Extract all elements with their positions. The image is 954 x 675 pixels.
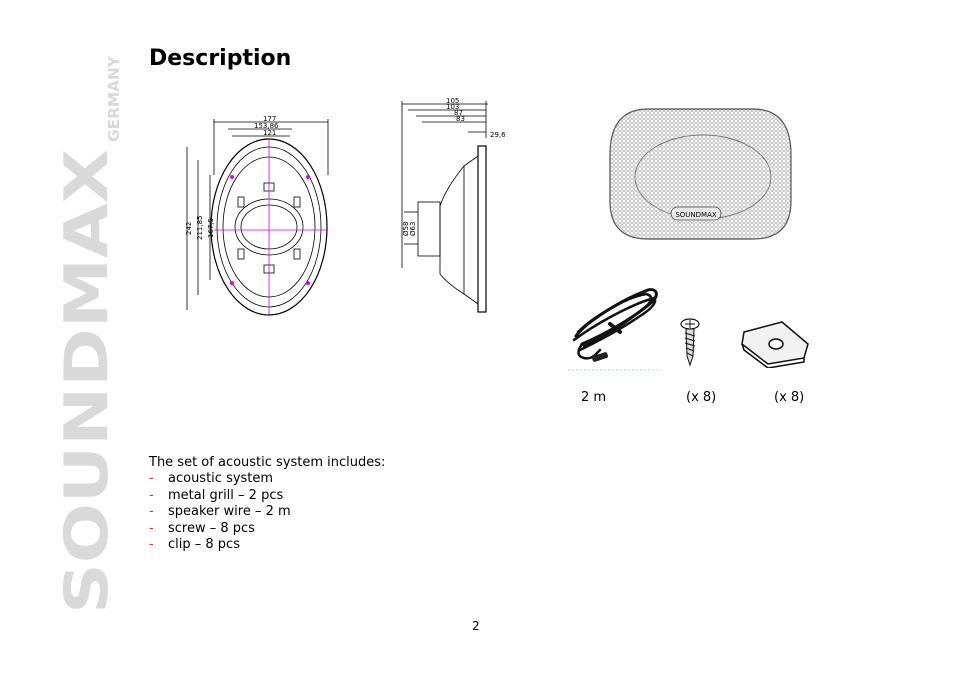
front-vdim-2: 211,85 — [196, 216, 204, 241]
brand-watermark: SOUNDMAX GERMANY — [52, 52, 122, 617]
front-vdim-3: 167,5 — [207, 218, 215, 238]
side-dim-1: 105 — [446, 98, 459, 105]
clip-quantity: (x 8) — [774, 390, 805, 405]
metal-grill-image: SOUNDMAX — [609, 108, 792, 240]
side-dim-2: 103 — [446, 103, 459, 111]
list-item: -acoustic system — [149, 471, 291, 488]
front-vdim-1: 242 — [185, 222, 193, 235]
brand-name: SOUNDMAX — [52, 149, 122, 614]
page-number: 2 — [472, 619, 480, 633]
list-item-text: clip – 8 pcs — [168, 537, 240, 552]
list-item: -metal grill – 2 pcs — [149, 488, 291, 505]
side-vdim-1: Ø58 — [402, 222, 410, 236]
contents-intro: The set of acoustic system includes: — [149, 455, 386, 470]
bullet-dash: - — [149, 504, 154, 519]
clip-image — [741, 321, 809, 368]
side-dim-3: 87 — [454, 109, 463, 117]
brand-logo: SOUNDMAX GERMANY — [52, 55, 122, 614]
front-dim-2: 153,86 — [254, 122, 279, 130]
screw-image — [680, 318, 700, 367]
front-dim-3: 121 — [263, 129, 276, 137]
list-item: -clip – 8 pcs — [149, 537, 291, 554]
list-item-text: acoustic system — [168, 471, 274, 486]
grill-logo: SOUNDMAX — [675, 211, 717, 219]
bullet-dash: - — [149, 471, 154, 486]
wire-quantity: 2 m — [581, 390, 607, 405]
brand-sub: GERMANY — [105, 55, 122, 142]
bullet-dash: - — [149, 537, 154, 552]
screw-quantity: (x 8) — [686, 390, 717, 405]
side-dim-4: 83 — [456, 115, 465, 123]
front-dim-1: 177 — [263, 115, 276, 123]
side-depth: 29,6 — [490, 131, 506, 139]
speaker-front-drawing: 177 153,86 121 242 211,85 167,5 — [185, 115, 329, 316]
list-item-text: metal grill – 2 pcs — [168, 487, 284, 503]
bullet-dash: - — [149, 520, 154, 536]
speaker-side-drawing: 105 103 87 83 29,6 Ø58 Ø63 — [401, 98, 506, 313]
page-title: Description — [149, 46, 292, 71]
bullet-dash: - — [149, 487, 154, 503]
list-item-text: screw – 8 pcs — [168, 520, 255, 536]
speaker-wire-image — [568, 288, 661, 371]
contents-list: -acoustic system -metal grill – 2 pcs -s… — [149, 471, 291, 554]
list-item: -screw – 8 pcs — [149, 521, 291, 538]
list-item: -speaker wire – 2 m — [149, 504, 291, 521]
list-item-text: speaker wire – 2 m — [168, 504, 291, 519]
side-vdim-2: Ø63 — [409, 222, 417, 236]
